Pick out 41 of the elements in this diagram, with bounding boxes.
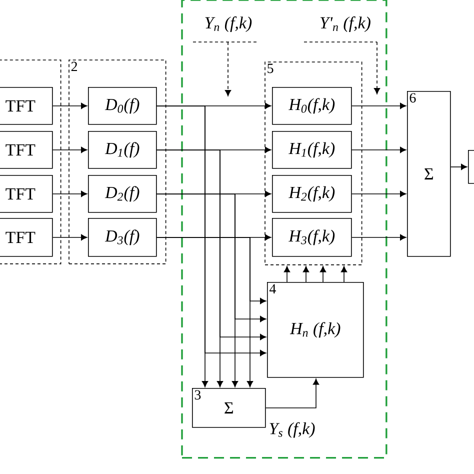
formula-label: Y$_{n}$ (f,k): [205, 16, 252, 32]
tft-box: TFT: [0, 218, 53, 257]
arrow: [351, 190, 406, 197]
arrow: [450, 164, 468, 170]
filter-box: H$_{1}$(f,k): [272, 131, 352, 169]
tft-box: TFT: [0, 87, 53, 125]
arrow: [351, 102, 406, 109]
tft-box: TFT: [0, 175, 53, 213]
arrow: [52, 190, 88, 197]
summer-box: Σ 3: [192, 388, 266, 428]
arrow: [156, 106, 266, 356]
estimator-box: H$_{n}$ (f,k) 4: [267, 282, 364, 378]
output-box: [468, 150, 474, 184]
arrow: [340, 266, 348, 282]
filter-box: D$_{0}$(f): [88, 87, 157, 125]
filter-box: D$_{1}$(f): [88, 131, 157, 169]
dashed-frame: [0, 60, 62, 264]
arrow: [351, 146, 406, 153]
arrow: [284, 266, 290, 282]
arrow: [156, 150, 266, 340]
arrow: [156, 194, 266, 322]
arrow: [302, 266, 310, 282]
filter-box: D$_{3}$(f): [88, 218, 157, 257]
dashed-frame: [181, 0, 388, 459]
summer-box: Σ 6: [407, 91, 451, 257]
arrow: [320, 266, 326, 282]
filter-box: H$_{3}$(f,k): [272, 218, 352, 257]
arrow: [52, 234, 88, 240]
arrow: [265, 378, 320, 408]
arrow: [351, 234, 406, 240]
filter-box: D$_{2}$(f): [88, 175, 157, 213]
formula-label: Y'$_{n}$ (f,k): [320, 16, 370, 32]
tft-box: TFT: [0, 131, 53, 169]
arrow: [52, 146, 88, 153]
arrow: [304, 42, 380, 94]
filter-box: H$_{2}$(f,k): [272, 175, 352, 213]
arrow: [52, 102, 88, 109]
arrow: [156, 237, 266, 304]
arrow: [192, 42, 258, 96]
filter-box: H$_{0}$(f,k): [272, 87, 352, 125]
edge-label: Y$_{s}$ (f,k): [270, 422, 315, 438]
